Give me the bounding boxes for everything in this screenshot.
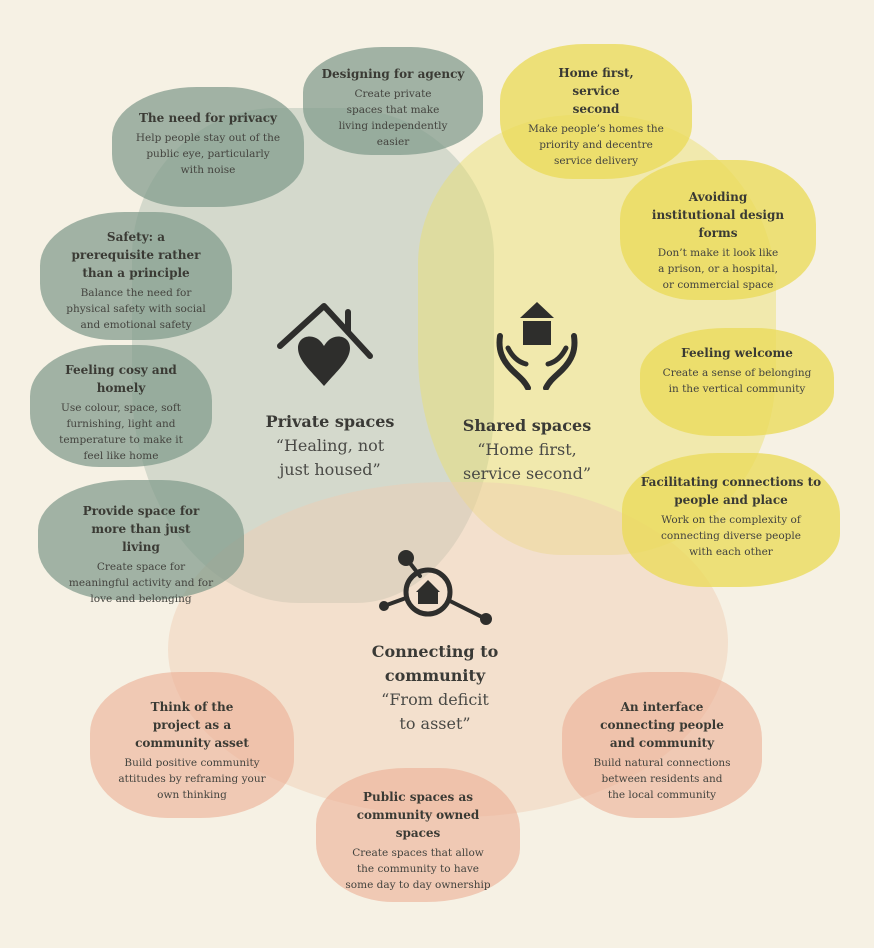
- card-desc: Use colour, space, soft furnishing, ligh…: [59, 402, 183, 462]
- card-desc: Create space for meaningful activity and…: [68, 561, 214, 605]
- card-cosy: Feeling cosy and homely Use colour, spac…: [30, 345, 212, 467]
- card-desc: Build natural connections between reside…: [593, 757, 731, 801]
- hands-holding-house-icon: [496, 302, 578, 390]
- private-spaces-label: Private spaces “Healing, not just housed…: [240, 410, 420, 482]
- card-need-privacy: The need for privacy Help people stay ou…: [112, 87, 304, 207]
- section-title: Private spaces: [265, 412, 395, 431]
- card-desc: Balance the need for physical safety wit…: [66, 287, 206, 331]
- shared-spaces-label: Shared spaces “Home first, service secon…: [440, 414, 614, 486]
- section-title: Shared spaces: [462, 416, 592, 435]
- card-community-asset: Think of the project as a community asse…: [90, 672, 294, 818]
- section-quote: “Home first, service second”: [463, 440, 591, 483]
- card-title: Designing for agency: [321, 67, 465, 81]
- card-desc: Don’t make it look like a prison, or a h…: [657, 247, 779, 291]
- card-title: Provide space for more than just living: [82, 504, 200, 554]
- card-public-spaces: Public spaces as community owned spaces …: [316, 768, 520, 902]
- card-home-first: Home first, service second Make people’s…: [500, 44, 692, 179]
- card-title: An interface connecting people and commu…: [600, 700, 724, 750]
- card-desc: Create private spaces that make living i…: [338, 88, 448, 148]
- card-interface: An interface connecting people and commu…: [562, 672, 762, 818]
- card-title: Feeling cosy and homely: [65, 363, 177, 395]
- section-title: Connecting to community: [371, 642, 499, 685]
- card-desc: Make people’s homes the priority and dec…: [528, 123, 664, 167]
- card-title: Home first, service second: [558, 66, 634, 116]
- card-desc: Help people stay out of the public eye, …: [135, 132, 281, 176]
- card-title: The need for privacy: [139, 111, 277, 125]
- card-facilitating: Facilitating connections to people and p…: [622, 453, 840, 587]
- house-heart-icon: [277, 303, 373, 386]
- card-desc: Create spaces that allow the community t…: [345, 847, 491, 891]
- connected-house-icon: [379, 550, 492, 625]
- card-title: Public spaces as community owned spaces: [356, 790, 480, 840]
- section-quote: “Healing, not just housed”: [275, 436, 385, 479]
- card-safety: Safety: a prerequisite rather than a pri…: [40, 212, 232, 340]
- card-title: Avoiding institutional design forms: [651, 190, 785, 240]
- card-feeling-welcome: Feeling welcome Create a sense of belong…: [640, 328, 834, 436]
- card-desc: Work on the complexity of connecting div…: [661, 514, 801, 558]
- card-designing-agency: Designing for agency Create private spac…: [303, 47, 483, 155]
- card-desc: Create a sense of belonging in the verti…: [662, 367, 812, 395]
- section-quote: “From deficit to asset”: [381, 690, 489, 733]
- card-title: Feeling welcome: [681, 346, 793, 360]
- card-desc: Build positive community attitudes by re…: [118, 757, 266, 801]
- card-more-than-living: Provide space for more than just living …: [38, 480, 244, 605]
- card-title: Safety: a prerequisite rather than a pri…: [71, 230, 201, 280]
- community-label: Connecting to community “From deficit to…: [350, 640, 520, 736]
- card-title: Facilitating connections to people and p…: [640, 475, 822, 507]
- card-title: Think of the project as a community asse…: [135, 700, 249, 750]
- card-avoiding-institutional: Avoiding institutional design forms Don’…: [620, 160, 816, 300]
